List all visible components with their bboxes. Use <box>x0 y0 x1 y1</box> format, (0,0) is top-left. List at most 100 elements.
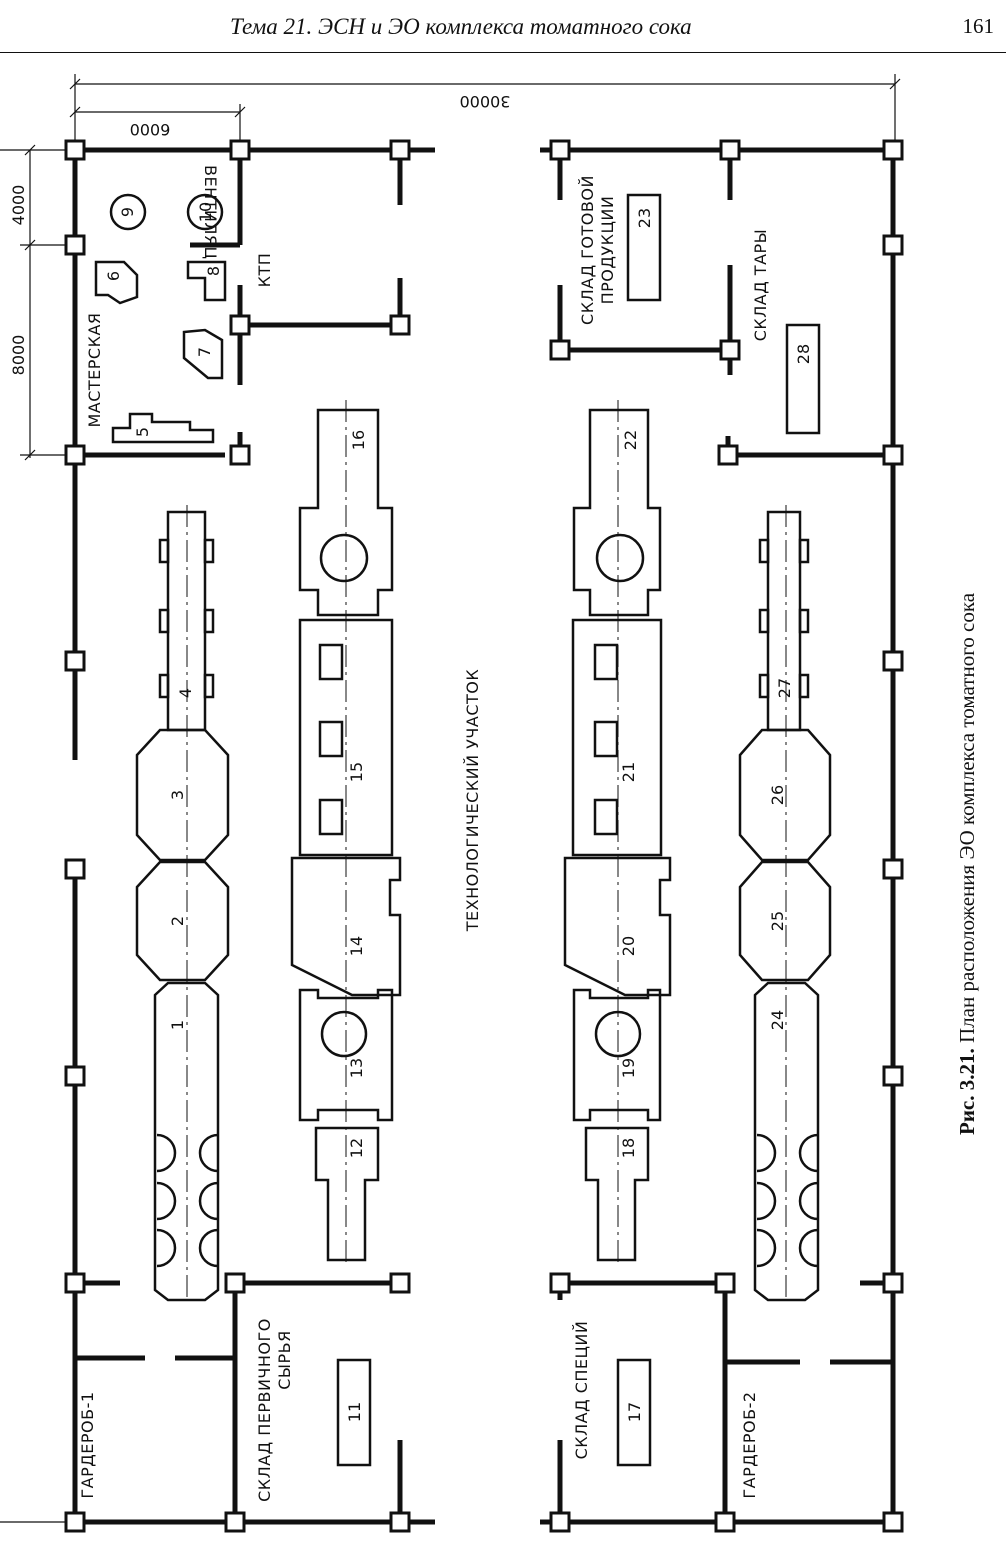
column <box>389 1511 411 1533</box>
room-container-store: СКЛАД ТАРЫ <box>751 229 770 342</box>
column <box>714 1272 736 1294</box>
equipment-numbers: 1 2 3 4 5 6 7 8 9 10 11 12 13 14 15 16 1… <box>104 202 813 1422</box>
column <box>882 139 904 161</box>
room-workshop: МАСТЕРСКАЯ <box>85 312 104 427</box>
equipment-3-label: 3 <box>168 790 187 800</box>
column <box>882 234 904 256</box>
floor-plan: 30000 6000 4000 8000 <box>0 74 904 1533</box>
equipment-21-label: 21 <box>619 762 638 782</box>
column <box>389 314 411 336</box>
equipment-19-label: 19 <box>619 1058 638 1078</box>
column <box>549 139 571 161</box>
center-lines <box>186 400 787 1300</box>
equipment-24-label: 24 <box>768 1010 787 1030</box>
equipment-6-label: 6 <box>104 271 123 281</box>
equipment-25-label: 25 <box>768 911 787 931</box>
equipment-1-label: 1 <box>168 1020 187 1030</box>
room-spice-store: СКЛАД СПЕЦИЙ <box>572 1321 591 1460</box>
figure-caption-text: План расположения ЭО комплекса томатного… <box>955 592 979 1043</box>
figure-caption: Рис. 3.21. План расположения ЭО комплекс… <box>955 593 980 1135</box>
column <box>719 139 741 161</box>
room-process-area: ТЕХНОЛОГИЧЕСКИЙ УЧАСТОК <box>463 669 482 933</box>
column <box>882 444 904 466</box>
equipment-23-label: 23 <box>635 208 654 228</box>
equipment-17 <box>616 1358 652 1467</box>
equipment-12-label: 12 <box>347 1138 366 1158</box>
equipment-10-fan <box>186 193 224 231</box>
dimension-8000: 8000 <box>9 335 28 376</box>
dimension-6000: 6000 <box>130 120 171 139</box>
column <box>64 1511 86 1533</box>
equipment-18-label: 18 <box>619 1138 638 1158</box>
column <box>389 139 411 161</box>
room-raw-store-line1: СКЛАД ПЕРВИЧНОГО <box>255 1318 274 1502</box>
equipment-4-label: 4 <box>176 688 195 698</box>
equipment <box>94 193 832 1467</box>
header-rule <box>0 52 1006 53</box>
equipment-11-label: 11 <box>345 1402 364 1422</box>
equipment-18 <box>584 1126 650 1262</box>
equipment-6 <box>94 260 139 305</box>
column <box>224 1272 246 1294</box>
page-header: Тема 21. ЭСН и ЭО комплекса томатного со… <box>0 0 1006 58</box>
equipment-15-label: 15 <box>347 762 366 782</box>
equipment-20-label: 20 <box>619 936 638 956</box>
column <box>64 139 86 161</box>
equipment-28 <box>785 323 821 435</box>
equipment-13-label: 13 <box>347 1058 366 1078</box>
column <box>64 858 86 880</box>
column <box>719 339 741 361</box>
equipment-1 <box>153 981 220 1302</box>
column <box>64 650 86 672</box>
equipment-22-label: 22 <box>621 430 640 450</box>
column <box>64 444 86 466</box>
column <box>64 1272 86 1294</box>
room-ventilation: ВЕНТИЛЯЦ. <box>201 165 220 265</box>
equipment-5 <box>111 412 215 444</box>
column <box>882 858 904 880</box>
equipment-21 <box>571 618 663 857</box>
equipment-20 <box>563 856 672 997</box>
equipment-23 <box>626 193 662 302</box>
equipment-8-label: 8 <box>204 266 223 276</box>
equipment-14 <box>290 856 402 997</box>
header-title: Тема 21. ЭСН и ЭО комплекса томатного со… <box>230 14 692 39</box>
figure-number: Рис. 3.21. <box>955 1048 979 1135</box>
equipment-5-label: 5 <box>133 427 152 437</box>
room-labels: ВЕНТИЛЯЦ. КТП МАСТЕРСКАЯ СКЛАД ГОТОВОЙ П… <box>78 165 770 1502</box>
equipment-9-fan <box>109 193 147 231</box>
equipment-10-label: 10 <box>196 202 215 222</box>
equipment-2 <box>135 860 230 982</box>
room-ktp: КТП <box>255 253 274 288</box>
equipment-7-label: 7 <box>195 347 214 357</box>
equipment-26-label: 26 <box>768 785 787 805</box>
column <box>549 1272 571 1294</box>
equipment-16-label: 16 <box>349 430 368 450</box>
room-wardrobe-1: ГАРДЕРОБ-1 <box>78 1391 97 1498</box>
room-raw-store-line2: СЫРЬЯ <box>275 1330 294 1390</box>
column <box>224 1511 246 1533</box>
equipment-11 <box>336 1358 372 1467</box>
columns <box>64 139 904 1533</box>
room-finished-goods-line1: СКЛАД ГОТОВОЙ <box>578 175 597 325</box>
column <box>389 1272 411 1294</box>
room-wardrobe-2: ГАРДЕРОБ-2 <box>740 1391 759 1498</box>
equipment-25 <box>738 860 832 982</box>
column <box>64 234 86 256</box>
column <box>882 1511 904 1533</box>
column <box>229 444 251 466</box>
dimension-4000: 4000 <box>9 185 28 226</box>
equipment-7 <box>182 328 224 380</box>
equipment-26 <box>738 728 832 862</box>
column <box>549 339 571 361</box>
room-finished-goods-line2: ПРОДУКЦИИ <box>598 196 617 305</box>
column <box>882 1065 904 1087</box>
equipment-13 <box>298 988 394 1122</box>
equipment-2-label: 2 <box>168 916 187 926</box>
column <box>64 1065 86 1087</box>
equipment-28-label: 28 <box>794 344 813 364</box>
dimension-30000: 30000 <box>460 92 511 111</box>
equipment-3 <box>135 728 230 862</box>
column <box>717 444 739 466</box>
equipment-9-label: 9 <box>118 207 137 217</box>
